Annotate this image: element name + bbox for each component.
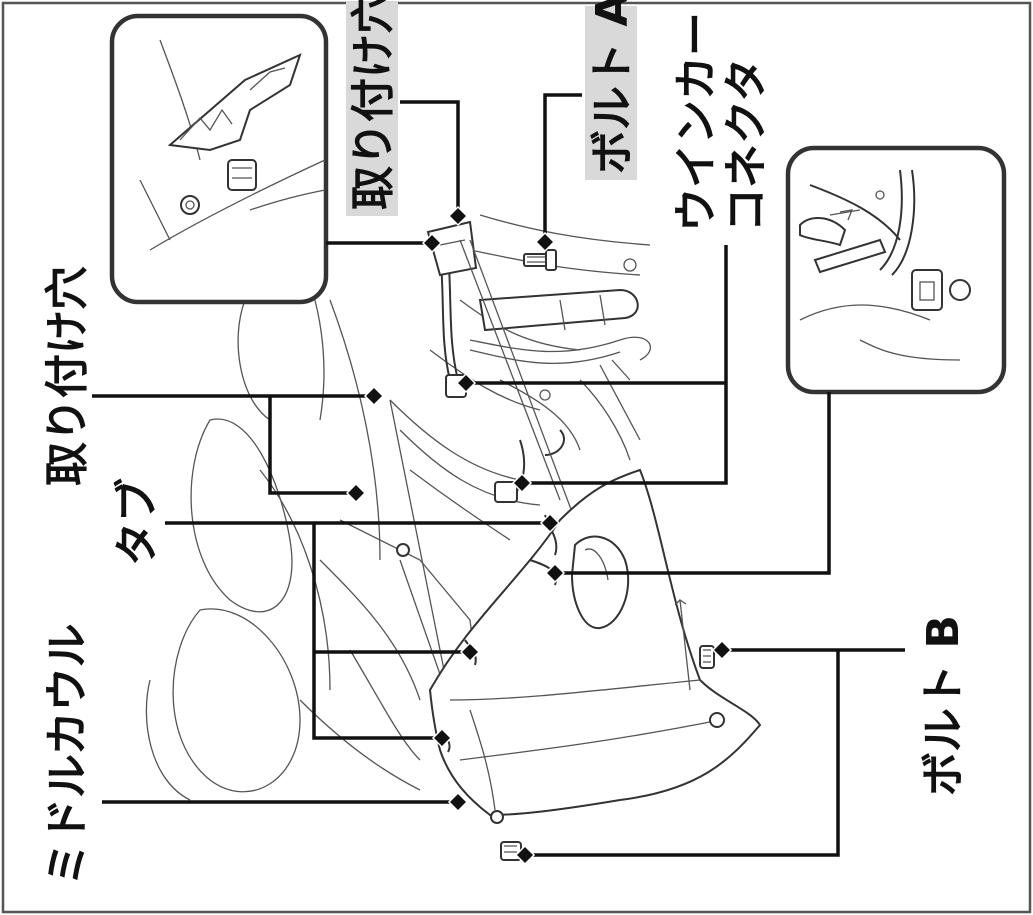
label-bolt-b: ボルト B <box>918 615 969 796</box>
diamond-marker-icon <box>539 512 561 534</box>
diamond-marker-icon <box>363 385 385 407</box>
diamond-marker-icon <box>431 727 453 749</box>
svg-text:取り付け穴: 取り付け穴 <box>348 0 399 210</box>
bolt-b-icon <box>500 645 715 861</box>
diamond-marker-icon <box>459 641 481 663</box>
inset-mounting-detail <box>109 13 329 305</box>
leader-lines <box>92 93 905 857</box>
diamond-marker-icon <box>447 791 469 813</box>
middle-cowl-part <box>396 468 762 824</box>
svg-text:ボルト B: ボルト B <box>918 615 969 796</box>
motorcycle-line-art <box>145 214 652 801</box>
diamond-marker-icon <box>421 232 443 254</box>
svg-text:タブ: タブ <box>112 478 163 566</box>
svg-text:ミドルカウル: ミドルカウル <box>42 623 93 886</box>
svg-text:コネクタ: コネクタ <box>721 58 772 232</box>
svg-text:ウインカー: ウインカー <box>671 12 722 232</box>
diamond-marker-icon <box>534 231 556 253</box>
diamond-marker-icon <box>711 639 733 661</box>
label-mounting-hole-left: 取り付け穴 <box>42 266 93 486</box>
inset-connector-detail <box>785 145 1007 395</box>
diamond-marker-icon <box>511 472 533 494</box>
diamond-marker-icon <box>345 482 367 504</box>
label-tab: タブ <box>112 478 163 566</box>
label-bolt-a: ボルト A <box>585 0 638 180</box>
diamond-marker-icon <box>514 844 536 866</box>
diamond-marker-icon <box>544 562 566 584</box>
label-winker-connector: ウインカー コネクタ <box>671 12 772 232</box>
label-middle-cowl: ミドルカウル <box>42 623 93 886</box>
bolt-a-icon <box>523 249 557 271</box>
diamond-markers <box>345 205 733 866</box>
diamond-marker-icon <box>455 372 477 394</box>
label-mounting-hole-top: 取り付け穴 <box>346 0 399 216</box>
svg-text:ボルト A: ボルト A <box>587 0 638 174</box>
diamond-marker-icon <box>447 205 469 227</box>
svg-text:取り付け穴: 取り付け穴 <box>42 266 93 486</box>
